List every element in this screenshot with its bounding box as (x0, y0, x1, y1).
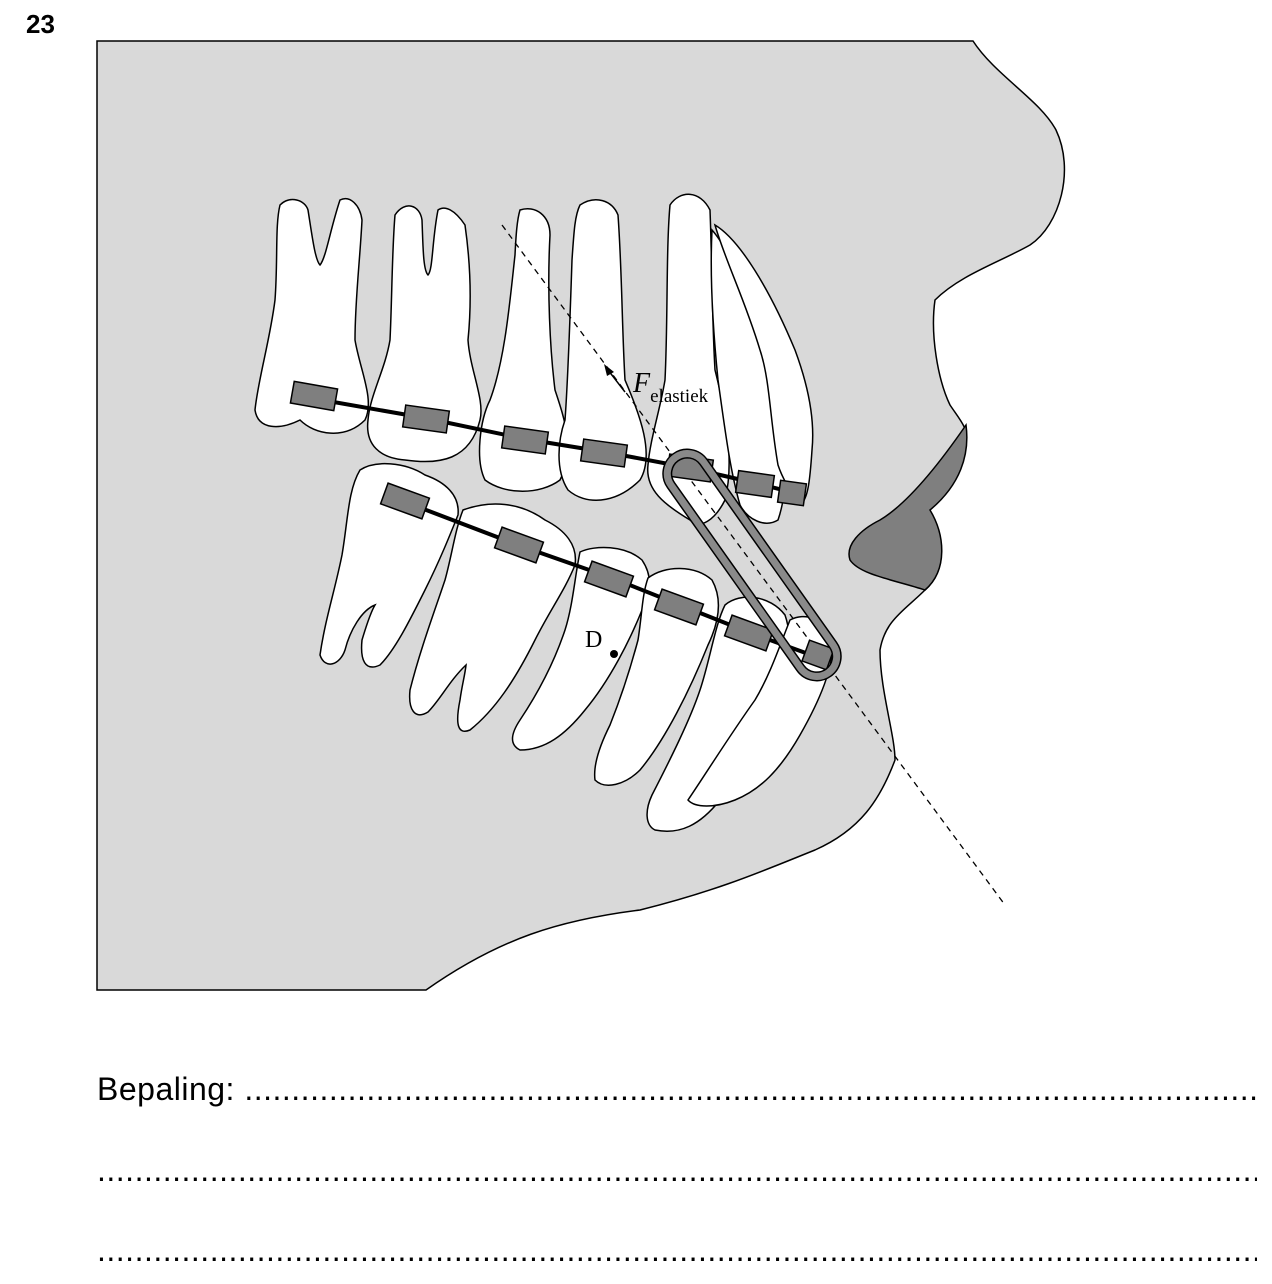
bracket (734, 469, 776, 499)
bracket (289, 380, 339, 412)
force-action-line (501, 224, 1006, 906)
bracket (500, 425, 550, 455)
bracket (379, 482, 431, 520)
answer-line-2[interactable] (97, 1152, 1257, 1189)
lower-brackets (379, 482, 835, 671)
answer-dots (235, 1071, 1257, 1107)
bracket (579, 438, 629, 468)
bracket (801, 639, 835, 671)
force-subscript: elastiek (650, 386, 709, 407)
jaw-braces-diagram: Felastiek D (96, 40, 1066, 991)
bracket (583, 560, 635, 598)
upper-molar-2 (366, 205, 482, 463)
lower-lip (848, 422, 968, 591)
upper-teeth (254, 193, 814, 525)
point-d-marker (610, 650, 618, 658)
point-d-label: D (585, 627, 602, 653)
answer-line-3[interactable] (97, 1232, 1257, 1269)
upper-premolar-1 (478, 208, 569, 492)
force-symbol: F (632, 368, 651, 399)
upper-molar-1 (254, 198, 370, 434)
lower-premolar-2 (593, 567, 720, 786)
lower-premolar-1 (511, 546, 651, 751)
question-number: 23 (26, 9, 55, 39)
bracket (653, 588, 705, 626)
elastic-band-fill (663, 450, 841, 680)
bracket (776, 479, 808, 507)
bracket (493, 526, 545, 564)
bracket (401, 404, 451, 434)
upper-premolar-2 (558, 199, 647, 501)
force-label: Felastiek (632, 368, 709, 407)
elastic-band (662, 448, 842, 682)
answer-label: Bepaling: (97, 1071, 235, 1107)
answer-line-1[interactable]: Bepaling: (97, 1071, 1257, 1108)
bracket (723, 614, 775, 652)
arrow-head-icon (604, 364, 614, 376)
